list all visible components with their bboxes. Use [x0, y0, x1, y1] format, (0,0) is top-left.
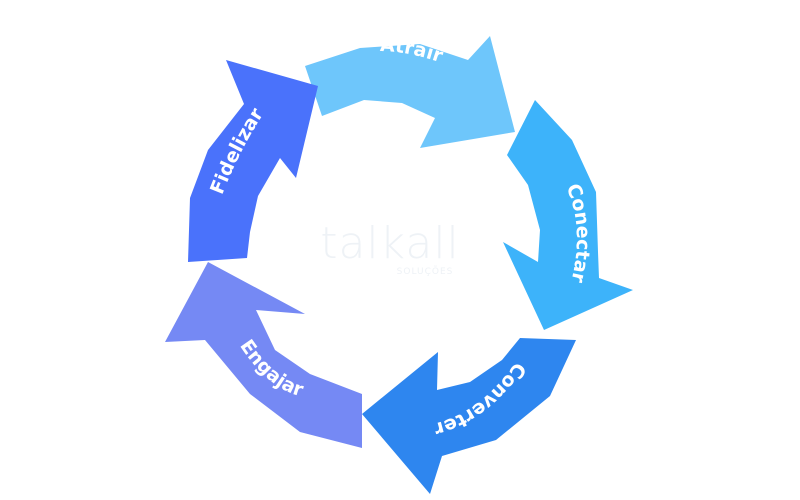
- atrair-arrow: [305, 36, 515, 148]
- watermark: talkall SOLUÇÕES: [320, 218, 460, 277]
- converter-arrow: [362, 338, 576, 494]
- segment-converter: Converter: [362, 338, 576, 494]
- watermark-brand: talkall: [320, 218, 460, 269]
- segment-atrair: Atrair: [305, 34, 515, 148]
- segment-engajar: Engajar: [165, 262, 362, 448]
- watermark-tagline: SOLUÇÕES: [397, 265, 454, 277]
- fidelizar-arrow: [188, 60, 318, 262]
- segment-fidelizar: Fidelizar: [188, 60, 318, 262]
- conectar-arrow: [503, 100, 633, 330]
- segment-conectar: Conectar: [503, 100, 633, 330]
- engajar-arrow: [165, 262, 362, 448]
